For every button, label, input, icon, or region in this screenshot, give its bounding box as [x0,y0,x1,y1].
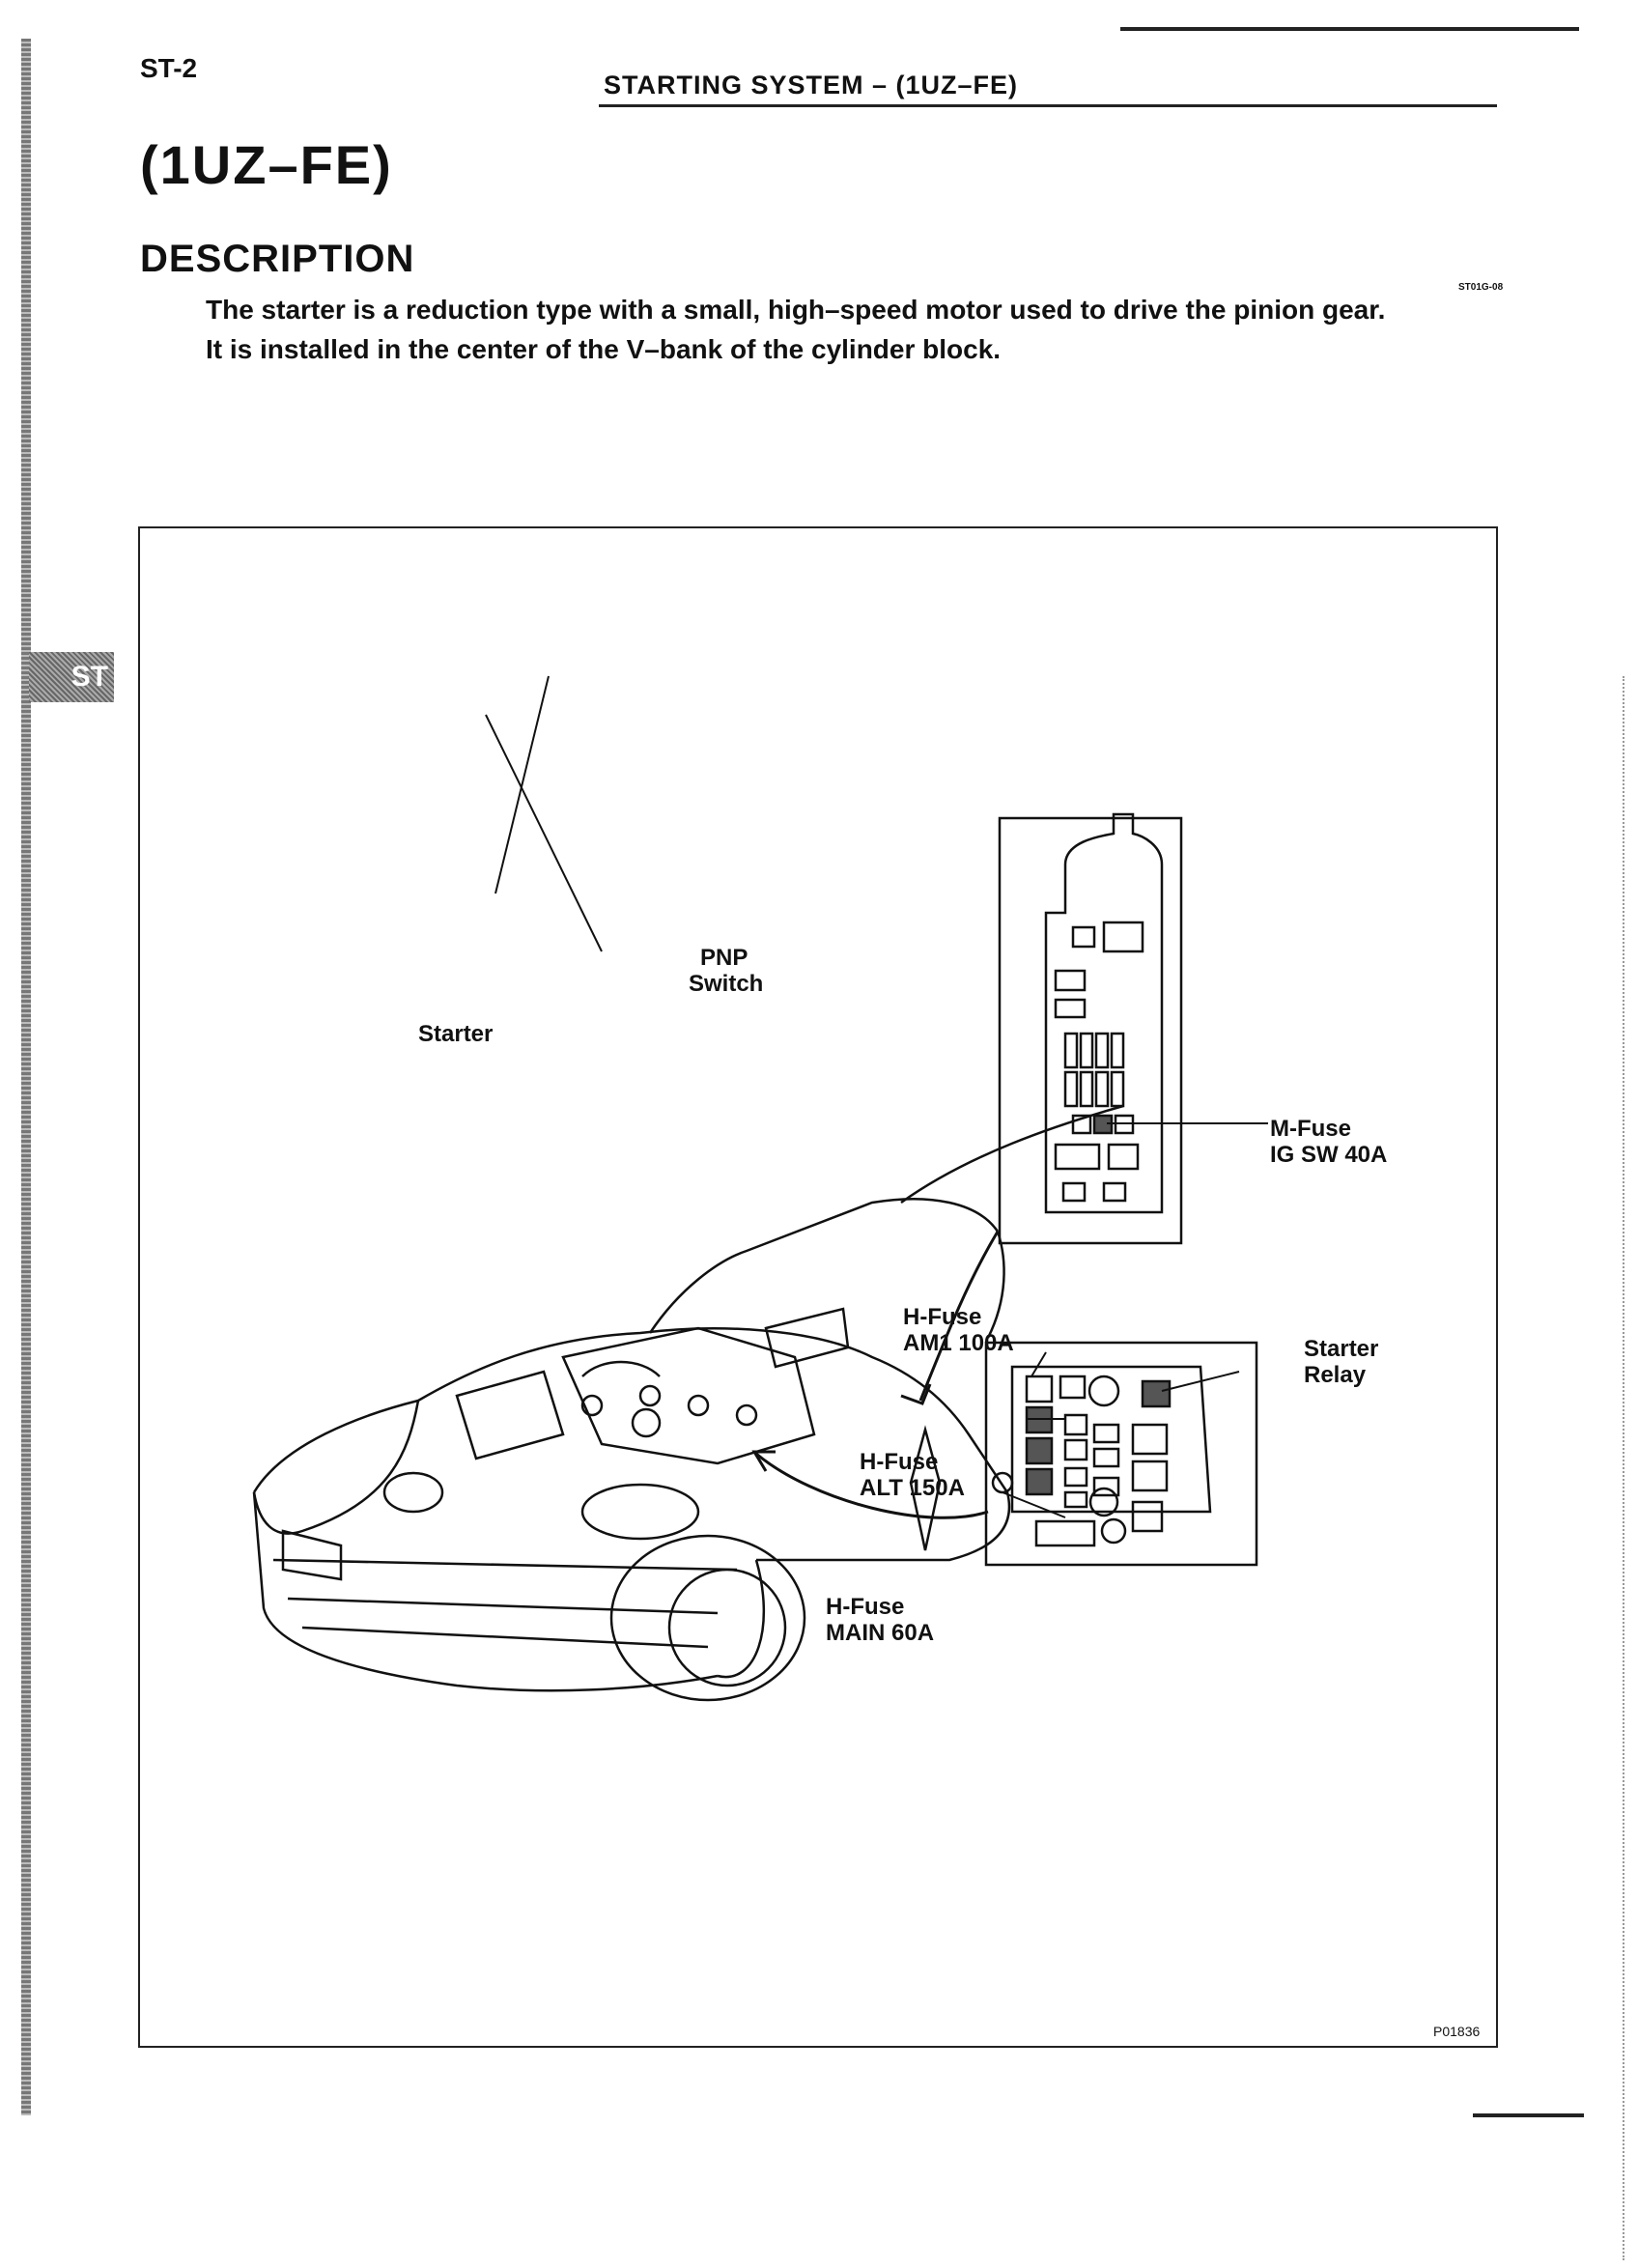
m-fuse-label-line1: M-Fuse [1270,1116,1351,1142]
h-fuse-am1-label: H-Fuse AM1 100A [903,1304,1014,1356]
page-edge-dots [1623,676,1624,2260]
fusible-link-block-inset [984,1341,1258,1567]
binding-edge [21,39,31,2115]
h-fuse-alt-label-line1: H-Fuse [860,1449,939,1475]
pnp-switch-label-line1: PNP [700,945,748,971]
figure-id: P01836 [1433,2024,1481,2039]
starter-relay-label: Starter Relay [1304,1336,1378,1388]
relay-block-inset [998,812,1183,1245]
description-line-2: It is installed in the center of the V–b… [206,334,1002,364]
description-text: The starter is a reduction type with a s… [206,290,1500,369]
m-fuse-label: M-Fuse IG SW 40A [1270,1116,1387,1168]
starter-relay-label-line1: Starter [1304,1336,1379,1362]
pnp-switch-label: PNP Switch [689,945,763,997]
h-fuse-am1-label-line1: H-Fuse [903,1304,982,1330]
page-code: ST-2 [140,53,198,83]
section-tab: ST [29,652,114,702]
code-tag: ST01G-08 [1458,282,1504,293]
footer-rule [1473,2113,1584,2117]
running-header: STARTING SYSTEM – (1UZ–FE) [604,71,1019,99]
top-rule [1120,27,1579,31]
leader-lines [485,675,1268,1518]
h-fuse-main-label-line1: H-Fuse [826,1594,905,1620]
header-rule [599,104,1497,107]
m-fuse-label-line2: IG SW 40A [1270,1142,1388,1168]
page-title: (1UZ–FE) [140,134,393,195]
h-fuse-main-label-line2: MAIN 60A [826,1620,935,1646]
starter-relay-label-line2: Relay [1304,1362,1367,1388]
h-fuse-alt-label-line2: ALT 150A [860,1475,965,1501]
car-illustration [252,1104,1124,1702]
starter-location-diagram [252,675,1268,1702]
h-fuse-main-label: H-Fuse MAIN 60A [826,1594,934,1646]
starter-label: Starter [418,1021,494,1047]
figure-frame [138,526,1498,2048]
pnp-switch-label-line2: Switch [689,971,764,997]
h-fuse-alt-label: H-Fuse ALT 150A [860,1449,965,1501]
section-heading: DESCRIPTION [140,238,415,280]
h-fuse-am1-label-line2: AM1 100A [903,1330,1014,1356]
description-line-1: The starter is a reduction type with a s… [206,295,1386,325]
